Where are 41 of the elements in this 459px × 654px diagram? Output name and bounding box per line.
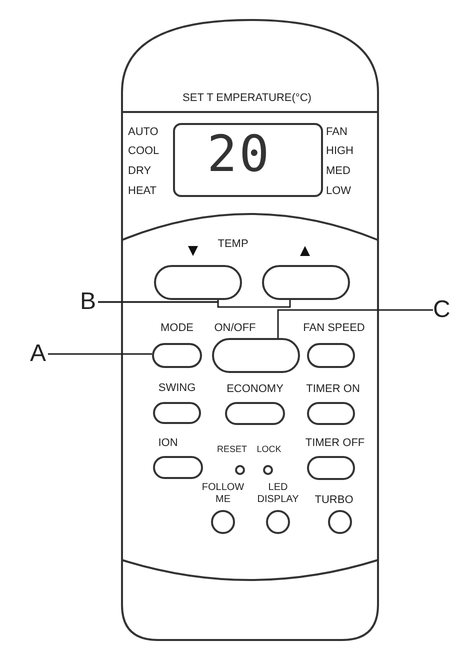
leader-line [277,309,433,338]
push-button [307,343,355,368]
mode-indicator-text: HEAT [128,185,157,198]
lcd-screen [173,123,323,197]
button-label: TIMER OFF [304,437,366,450]
button-label: LOCK [256,444,282,454]
button-label: TIMER ON [305,383,361,396]
mode-indicator-text: COOL [128,145,160,158]
push-button [307,456,355,480]
button-label: TURBO [314,494,354,507]
fan-indicator-text: FAN [326,126,348,139]
callout-letter: C [433,298,451,322]
push-button [153,402,201,424]
push-button [307,402,355,425]
mode-indicator-text: DRY [128,165,152,178]
button-label: FAN SPEED [302,322,366,335]
callout-letter: B [80,290,98,314]
push-button [154,265,242,300]
fan-indicator-text: MED [326,165,350,178]
push-button [262,265,350,300]
fan-indicator-text: HIGH [326,145,354,158]
callout-letter: A [30,342,48,366]
button-label: SWING [157,382,197,395]
push-button [212,338,300,373]
push-button [153,456,203,479]
temperature-digits: 20 [207,129,272,179]
button-label: FOLLOW ME [200,482,246,505]
fan-indicator-text: LOW [326,185,352,198]
button-group-label: TEMP [216,238,250,251]
button-label: LED DISPLAY [256,482,300,505]
push-button [152,343,202,368]
mode-indicator-text: AUTO [128,126,158,139]
button-label: ON/OFF [213,322,257,335]
button-label: RESET [216,444,248,454]
button-label: MODE [160,322,194,335]
button-label: ECONOMY [226,383,284,396]
leader-line [48,353,152,355]
display-heading: SET T EMPERATURE(°C) [182,92,312,105]
button-label: ION [157,437,179,450]
push-button [225,402,285,425]
leader-line [98,300,291,308]
